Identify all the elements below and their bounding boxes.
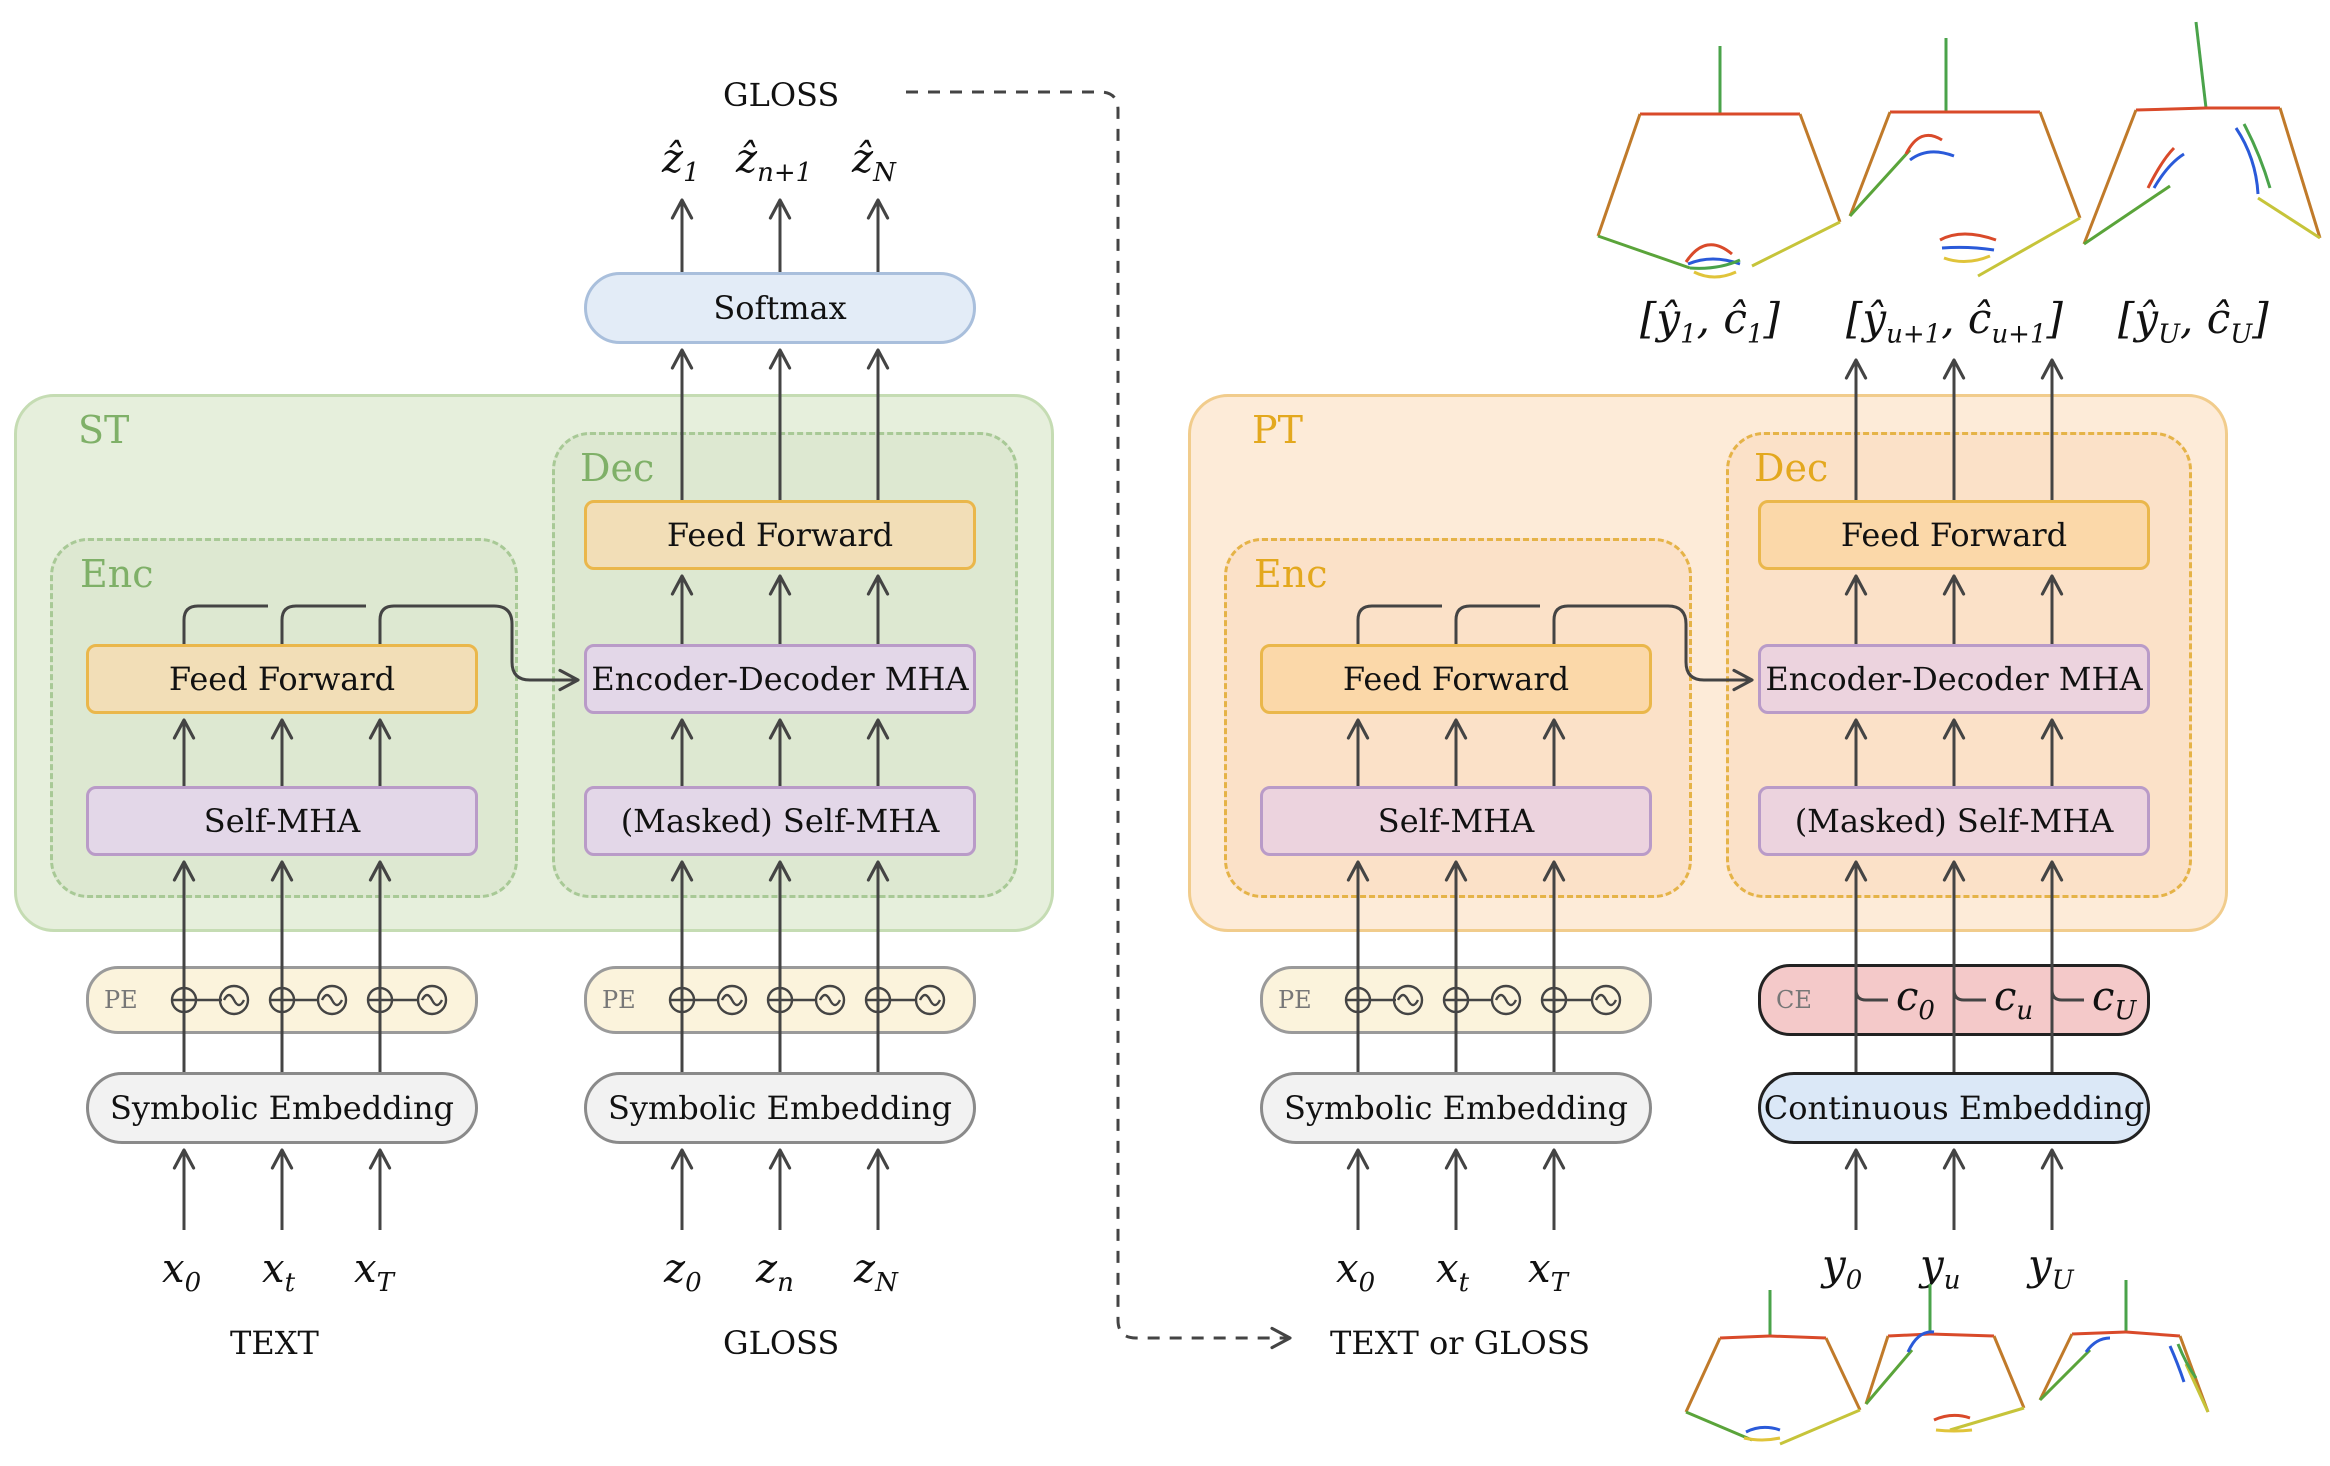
pt-enc-caption: TEXT or GLOSS (1330, 1324, 1591, 1362)
pt-output-u1: [ŷu+1, ĉu+1] (1846, 294, 2063, 350)
output-pose-skeletons (1596, 21, 2322, 279)
pt-dec-feed-forward: Feed Forward (1758, 500, 2150, 570)
pt-enc-feed-forward: Feed Forward (1260, 644, 1652, 714)
st-top-gloss-label: GLOSS (723, 76, 840, 114)
pose-skeleton-top-2 (1848, 38, 2082, 278)
pt-enc-input-t: xt (1436, 1246, 1470, 1298)
pt-enc-self-mha: Self-MHA (1260, 786, 1652, 856)
st-enc-feed-forward: Feed Forward (86, 644, 478, 714)
pt-output-U: [ŷU, ĉU] (2118, 294, 2269, 350)
pt-pe-glyphs (1344, 984, 1622, 1016)
pt-ce-counter-u: cu (1994, 974, 2034, 1026)
st-dec-symbolic-embedding: Symbolic Embedding (584, 1072, 976, 1144)
st-enc-pe-glyph-2 (366, 984, 448, 1016)
pose-skeleton-bottom-3 (2038, 1280, 2210, 1413)
pose-skeleton-bottom-1 (1684, 1290, 1862, 1446)
st-enc-pe-label: PE (104, 986, 138, 1014)
st-enc-pe-glyph-1 (268, 984, 348, 1016)
st-dec-pe-label: PE (602, 986, 636, 1014)
st-dec-input-0: z0 (664, 1246, 702, 1298)
st-enc-input-t: xt (262, 1246, 296, 1298)
st-enc-caption: TEXT (230, 1324, 319, 1362)
st-dec-pe-glyph-2 (864, 984, 946, 1016)
st-enc-self-mha: Self-MHA (86, 786, 478, 856)
st-label: ST (78, 408, 130, 452)
st-dec-label: Dec (580, 446, 655, 490)
st-dec-pe-glyph-1 (766, 984, 846, 1016)
pt-enc-symbolic-embedding: Symbolic Embedding (1260, 1072, 1652, 1144)
st-dec-pe-glyph-0 (668, 984, 748, 1016)
pt-dec-input-u: yu (1920, 1240, 1961, 1296)
pt-enc-pe-glyph-2 (1540, 984, 1622, 1016)
pt-dec-continuous-embedding: Continuous Embedding (1758, 1072, 2150, 1144)
st-arrows (172, 198, 890, 1230)
pt-dec-input-U: yU (2028, 1240, 2074, 1296)
pt-dec-enc-dec-mha: Encoder-Decoder MHA (1758, 644, 2150, 714)
pt-ce-counter-U: cU (2092, 974, 2137, 1026)
st-enc-pe-glyph-0 (170, 984, 250, 1016)
pt-ce-counter-0: c0 (1896, 974, 1935, 1026)
st-dec-input-N: zN (854, 1246, 898, 1298)
pt-enc-input-T: xT (1528, 1246, 1568, 1298)
pose-skeleton-bottom-2 (1864, 1284, 2026, 1433)
st-output-n1: ẑn+1 (736, 136, 813, 188)
st-dec-feed-forward: Feed Forward (584, 500, 976, 570)
pt-ce-label: CE (1776, 986, 1812, 1014)
pt-enc-pe-glyph-0 (1344, 984, 1424, 1016)
input-pose-skeletons (1684, 1280, 2210, 1446)
pt-enc-input-0: x0 (1336, 1246, 1376, 1298)
pt-dec-masked-self-mha: (Masked) Self-MHA (1758, 786, 2150, 856)
st-enc-label: Enc (80, 552, 154, 596)
pose-skeleton-top-1 (1596, 46, 1842, 279)
pt-label: PT (1252, 408, 1303, 452)
st-enc-input-T: xT (354, 1246, 394, 1298)
gloss-feedback-connector (906, 90, 1292, 1350)
st-dec-caption: GLOSS (723, 1324, 840, 1362)
st-dec-input-n: zn (756, 1246, 794, 1298)
pt-dec-label: Dec (1754, 446, 1829, 490)
st-output-1: ẑ1 (662, 136, 700, 188)
st-enc-input-0: x0 (162, 1246, 202, 1298)
st-dec-enc-dec-mha: Encoder-Decoder MHA (584, 644, 976, 714)
pt-dec-input-0: y0 (1822, 1240, 1863, 1296)
pt-arrows (1346, 358, 2084, 1230)
st-pe-glyphs (170, 984, 946, 1016)
pt-enc-pe-label: PE (1278, 986, 1312, 1014)
pt-output-1: [ŷ1, ĉ1] (1640, 294, 1780, 350)
st-enc-symbolic-embedding: Symbolic Embedding (86, 1072, 478, 1144)
pt-enc-pe-glyph-1 (1442, 984, 1522, 1016)
pose-skeleton-top-3 (2082, 21, 2322, 246)
st-output-N: ẑN (852, 136, 896, 188)
st-dec-masked-self-mha: (Masked) Self-MHA (584, 786, 976, 856)
st-softmax-box: Softmax (584, 272, 976, 344)
pt-enc-label: Enc (1254, 552, 1328, 596)
